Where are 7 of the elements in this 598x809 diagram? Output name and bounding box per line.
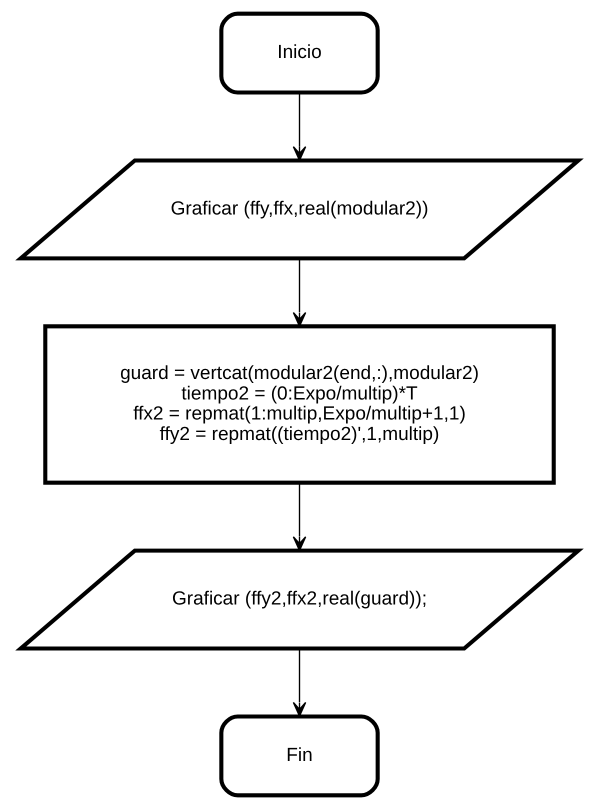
arrow — [292, 92, 306, 161]
node-box: Fin — [218, 714, 380, 798]
arrow — [292, 648, 306, 717]
arrow — [292, 483, 306, 552]
node-box: Inicio — [218, 12, 380, 95]
node-box: guard = vertcat(modular2(end,:),modular2) tiempo2 = (0:Expo/multip)*T ffx2 = repmat(1:multip,Expo/multip+1,1) ffy2 = repmat((tiempo2)',1,multip) — [42, 324, 556, 485]
arrow — [292, 258, 306, 327]
